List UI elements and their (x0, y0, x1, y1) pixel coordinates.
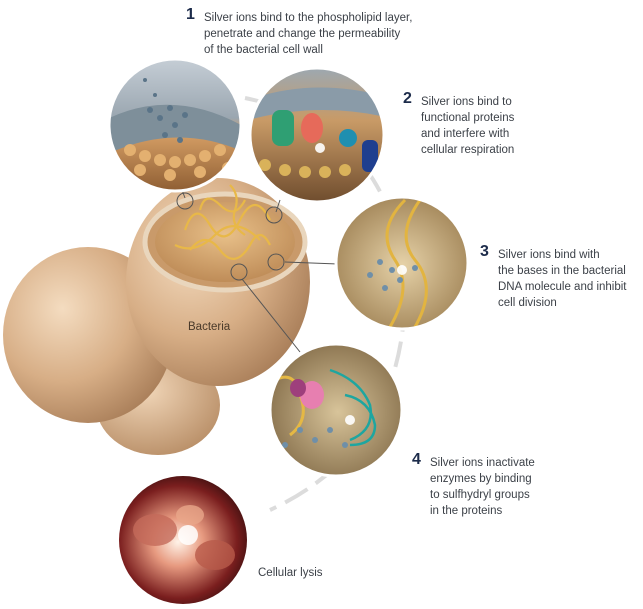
step-3-number: 3 (480, 244, 489, 260)
lysis-label: Cellular lysis (258, 567, 323, 579)
detail-circle-3 (330, 195, 475, 335)
step-2: 2 Silver ions bind to functional protein… (403, 94, 603, 164)
step-1-text: Silver ions bind to the phospholipid lay… (204, 10, 412, 58)
step-4-number: 4 (412, 452, 421, 468)
step-4: 4 Silver ions inactivate enzymes by bind… (412, 455, 612, 525)
step-3: 3 Silver ions bind with the bases in the… (480, 247, 643, 317)
step-2-text: Silver ions bind to functional proteins … (421, 94, 514, 158)
detail-circle-1 (100, 55, 250, 195)
step-3-text: Silver ions bind with the bases in the b… (498, 247, 627, 311)
bacteria-label: Bacteria (188, 321, 230, 333)
step-4-text: Silver ions inactivate enzymes by bindin… (430, 455, 535, 519)
detail-circle-lysis (115, 475, 255, 609)
bacteria-cluster (3, 178, 310, 455)
step-1: 1 Silver ions bind to the phospholipid l… (186, 10, 486, 70)
step-1-number: 1 (186, 7, 195, 23)
step-2-number: 2 (403, 91, 412, 107)
